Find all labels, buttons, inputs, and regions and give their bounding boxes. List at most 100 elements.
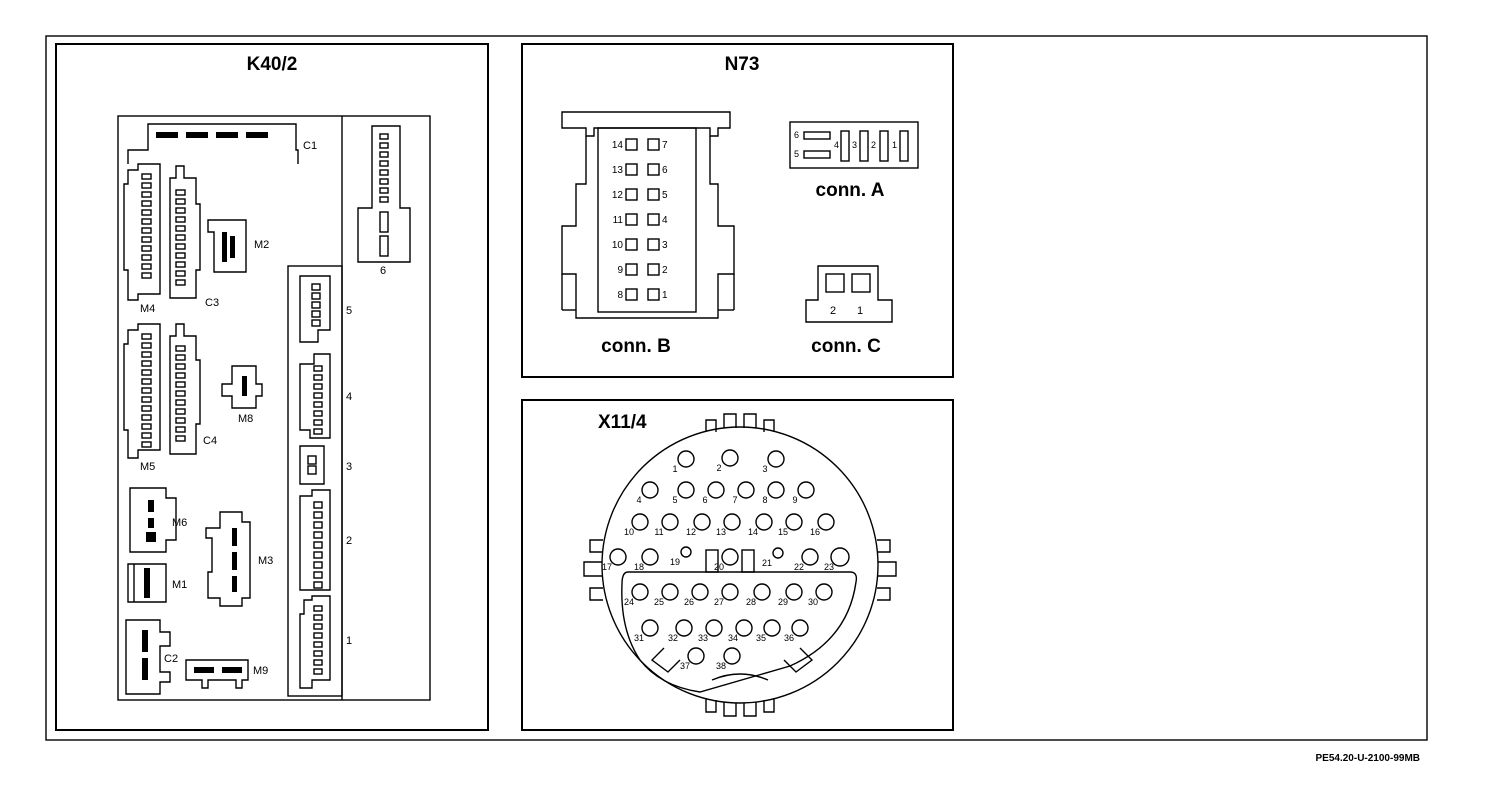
x11-pin-label: 27 (714, 597, 724, 607)
k40-socket-6: 6 (357, 125, 411, 277)
conn-b-pin (647, 213, 660, 226)
x11-pin-label: 1 (672, 464, 677, 474)
socket-pin (313, 410, 323, 417)
conn-b-pin-label: 7 (662, 140, 668, 151)
socket-pin (141, 254, 152, 261)
socket-pin (141, 191, 152, 198)
n73-conn-a-pin-6: 6 (794, 130, 799, 140)
socket-pin (313, 383, 323, 390)
n73-conn-c-pin-2: 2 (830, 305, 836, 317)
x11-pin (641, 481, 659, 499)
conn-b-pin-label: 1 (662, 290, 668, 301)
x11-pin (661, 583, 679, 601)
socket-pin (313, 605, 323, 612)
x11-pin (687, 647, 705, 665)
socket-pin (313, 551, 323, 559)
x11-pin-label: 19 (670, 557, 680, 567)
k40-m6-connector: M6 (129, 487, 187, 553)
panel-n73-title: N73 (725, 54, 760, 75)
x11-pin-label: 32 (668, 633, 678, 643)
socket-pin (313, 365, 323, 372)
k40-label-m8: M8 (238, 413, 253, 425)
k40-socket-4: 4 (299, 353, 352, 439)
x11-pin (753, 583, 771, 601)
x11-pin (723, 513, 741, 531)
socket-pin (141, 236, 152, 243)
x11-pin-label: 3 (762, 464, 767, 474)
socket-pin (175, 234, 186, 241)
x11-pin (763, 619, 781, 637)
k40-label-s6: 6 (380, 265, 386, 277)
k40-label-s3: 3 (346, 461, 352, 473)
x11-pin (721, 548, 739, 566)
x11-pin-label: 11 (654, 527, 663, 537)
x11-pin (631, 513, 649, 531)
x11-pin (705, 619, 723, 637)
socket-pin (141, 378, 152, 385)
x11-pin (693, 513, 711, 531)
n73-conn-a-title: conn. A (816, 180, 885, 201)
socket-pin (313, 374, 323, 381)
x11-pin (723, 647, 741, 665)
socket-pin (379, 187, 389, 194)
k40-m2-connector: M2 (207, 219, 269, 273)
socket-pin (379, 142, 389, 149)
socket-pin (141, 360, 152, 367)
socket-pin (141, 245, 152, 252)
x11-pin (735, 619, 753, 637)
socket-pin (175, 189, 186, 196)
n73-conn-a: 6 5 4 3 2 1 conn. A (789, 121, 919, 201)
x11-pin (737, 481, 755, 499)
x11-pin-label: 14 (748, 527, 758, 537)
socket-pin (311, 283, 321, 291)
socket-pin (141, 396, 152, 403)
socket-pin (313, 521, 323, 529)
socket-pin (141, 173, 152, 180)
socket-pin (175, 216, 186, 223)
socket-pin (379, 160, 389, 167)
x11-pin (785, 583, 803, 601)
socket-pin (313, 531, 323, 539)
panel-k40-2-title: K40/2 (247, 54, 298, 75)
k40-label-s4: 4 (346, 391, 352, 403)
socket-pin (141, 414, 152, 421)
conn-b-pin-label: 5 (662, 190, 668, 201)
x11-pin (707, 481, 725, 499)
conn-b-pin-label: 6 (662, 165, 668, 176)
k40-label-m1: M1 (172, 579, 187, 591)
socket-pin (313, 614, 323, 621)
x11-pin-label: 38 (716, 661, 726, 671)
k40-m4-connector: M4 (123, 163, 161, 315)
x11-pin-label: 5 (672, 495, 677, 505)
panel-n73-border (521, 43, 954, 378)
x11-pin-label: 31 (634, 633, 644, 643)
conn-b-pin (625, 138, 638, 151)
drawing-reference: PE54.20-U-2100-99MB (1316, 753, 1421, 764)
n73-conn-c: 2 1 conn. C (805, 265, 893, 357)
socket-pin (175, 399, 186, 406)
x11-pin (767, 481, 785, 499)
n73-conn-c-pin-1: 1 (857, 305, 863, 317)
k40-c3-connector: C3 (169, 165, 219, 309)
k40-relay-box (117, 115, 431, 701)
socket-pin (141, 333, 152, 340)
conn-b-pin-label: 12 (612, 190, 624, 201)
socket-pin (175, 198, 186, 205)
socket-pin (141, 272, 152, 279)
panel-k40-2-border (55, 43, 489, 731)
k40-c1-connector: C1 (127, 123, 317, 164)
conn-b-pin-label: 9 (617, 265, 623, 276)
socket-pin (379, 178, 389, 185)
x11-pin (631, 583, 649, 601)
conn-b-pin (647, 238, 660, 251)
x11-pin-label: 36 (784, 633, 794, 643)
x11-lower-insert (621, 571, 858, 693)
conn-b-pin-label: 8 (617, 290, 623, 301)
k40-label-m3: M3 (258, 555, 273, 567)
socket-pin (175, 279, 186, 286)
x11-pin-label: 7 (732, 495, 737, 505)
x11-pin-label: 6 (702, 495, 707, 505)
x11-pin-label: 23 (824, 562, 834, 572)
